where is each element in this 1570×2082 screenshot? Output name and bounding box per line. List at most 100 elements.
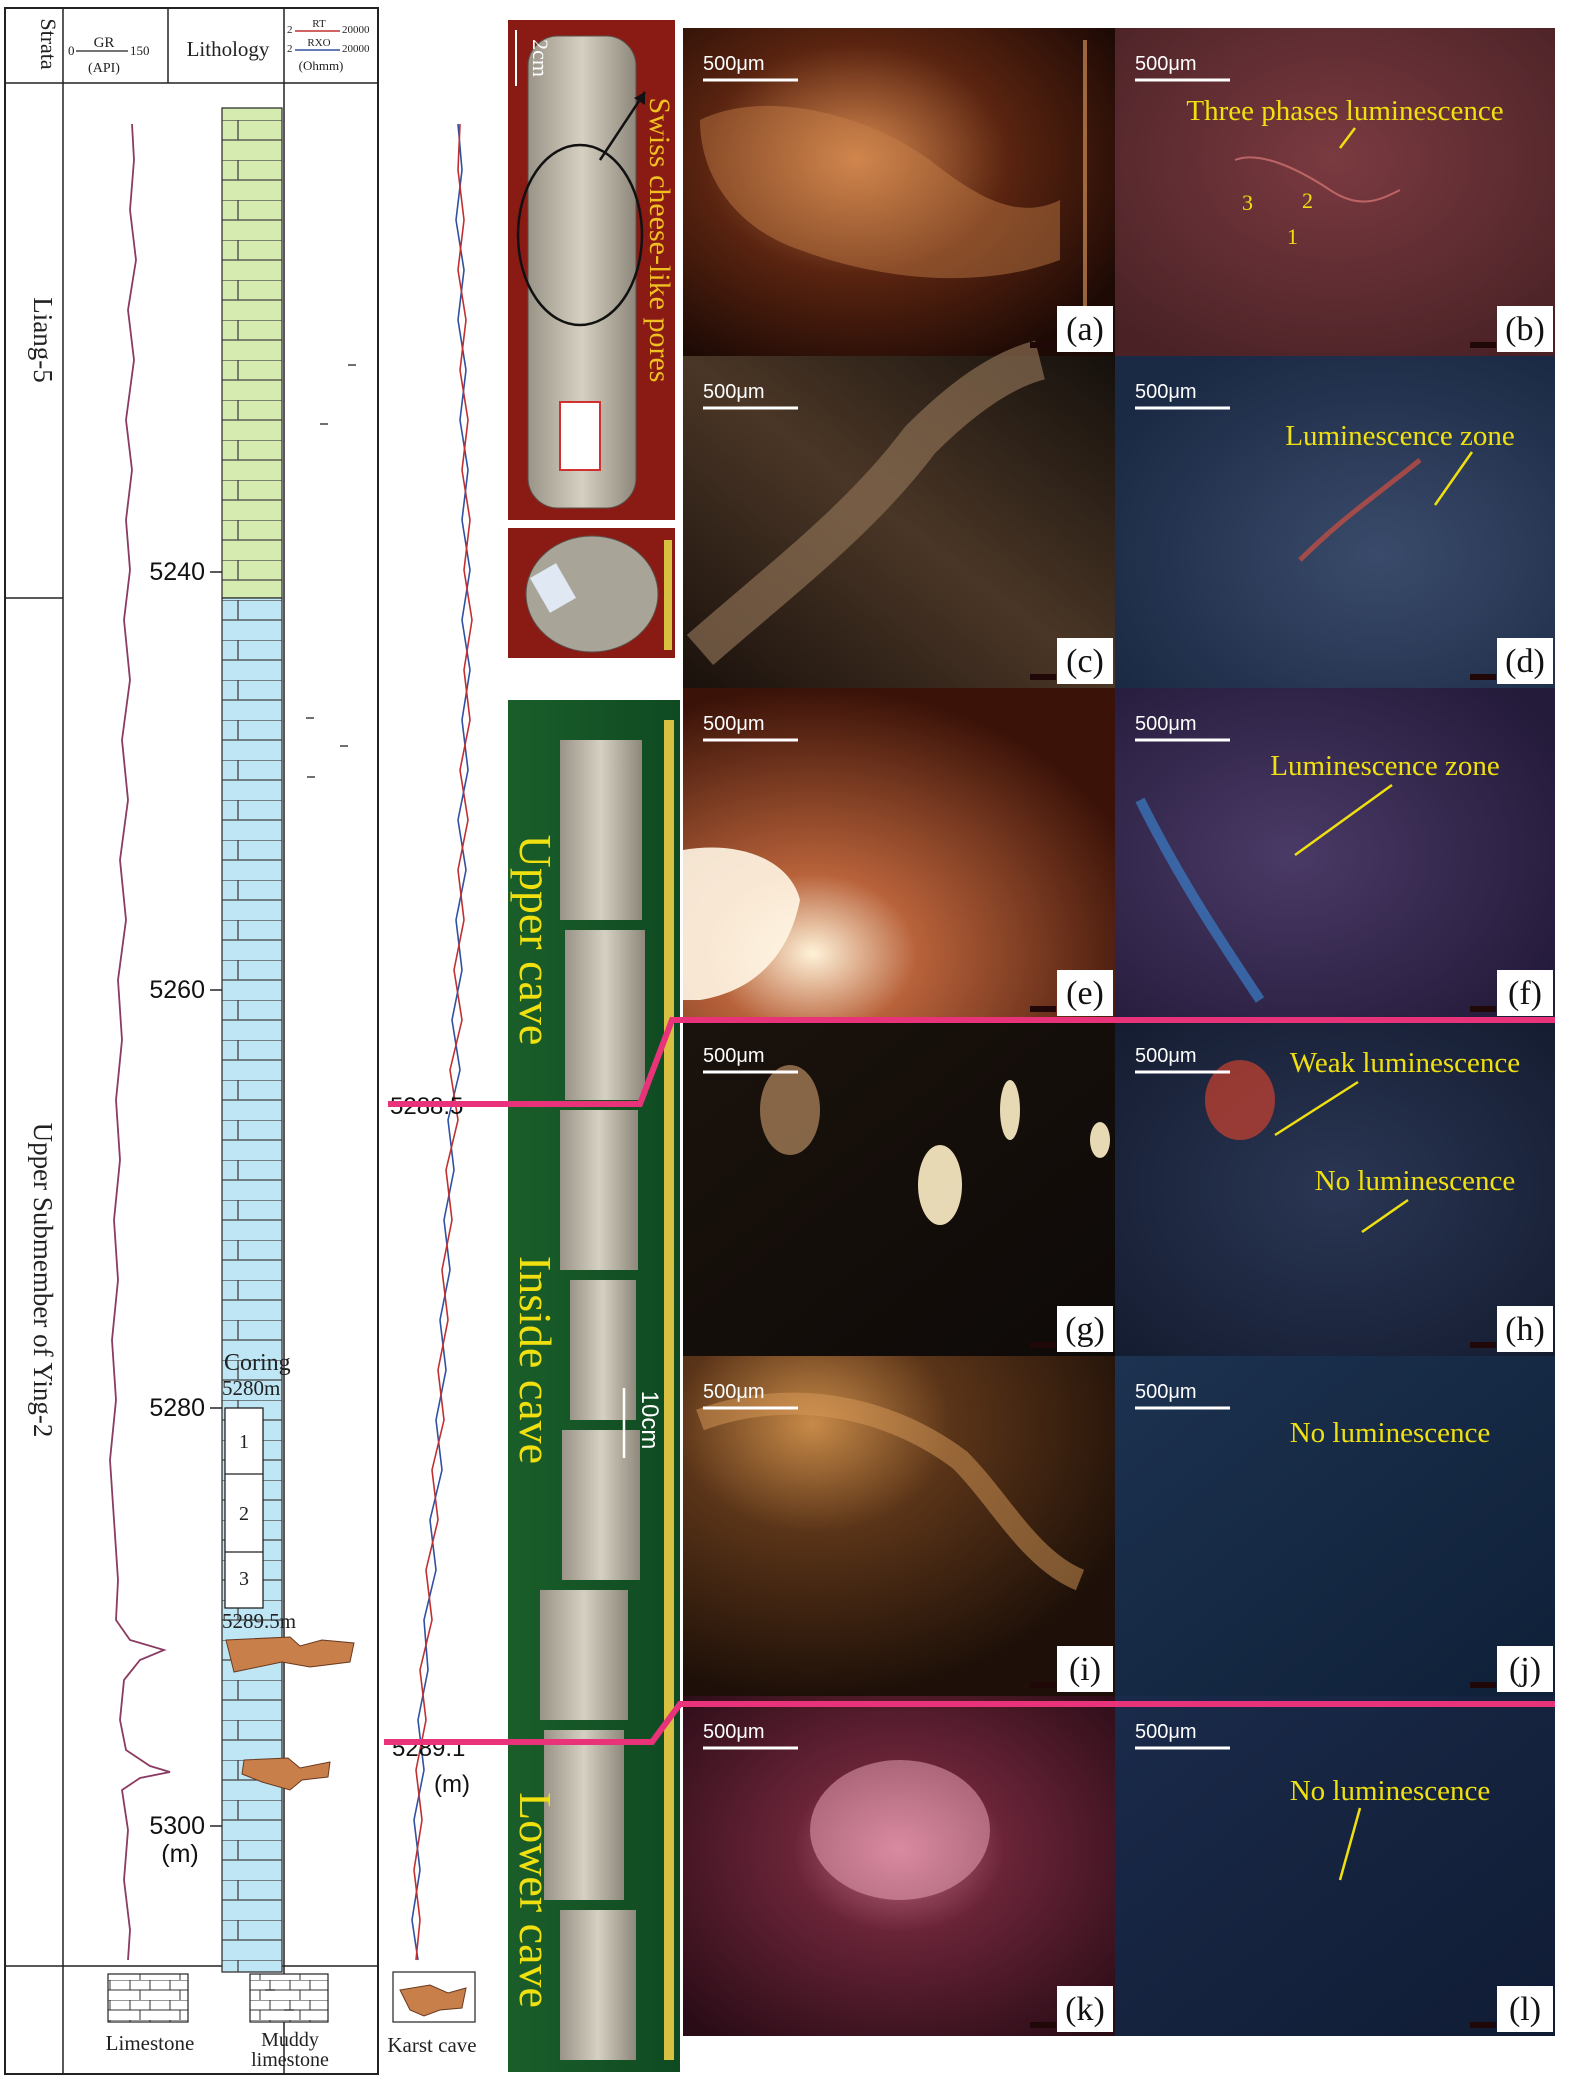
panel-c [683, 356, 1115, 688]
well-log: Strata GR 0 150 (API) Lithology RT 2 200… [4, 7, 477, 2075]
rt-curve [413, 123, 473, 1961]
panel-g-letter-box [1057, 1306, 1113, 1352]
karst-cave-upper [225, 1636, 355, 1673]
panel-a-letter: (a) [1066, 311, 1104, 348]
boundary-line-lower [384, 1701, 1555, 1745]
coring-seg-3: 3 [239, 1568, 249, 1590]
panel-l-scale-label: 500μm [1135, 1721, 1197, 1743]
panel-d-arrow [1433, 451, 1474, 506]
panel-j-scale-label: 500μm [1135, 1381, 1197, 1403]
panel-b-scale-label: 500μm [1135, 53, 1197, 75]
coring-seg-1: 1 [239, 1431, 249, 1453]
panel-a [683, 28, 1115, 356]
panel-i-scale-label: 500μm [703, 1381, 765, 1403]
panel-d-caption: Luminescence zone [1285, 420, 1514, 452]
zone-inside-cave: Inside cave [510, 1256, 561, 1464]
rt-max: 20000 [342, 24, 370, 36]
panel-k-letter: (k) [1065, 1991, 1105, 2028]
panel-a-mini-bar [1030, 342, 1056, 348]
legend-karst-swatch [399, 1984, 467, 2017]
panel-c-scale-label: 500μm [703, 381, 765, 403]
panel-k-mini-bar [1030, 2022, 1056, 2028]
panel-g-scale-label: 500μm [703, 1045, 765, 1067]
lithology-limestone-green [221, 107, 283, 599]
gr-min: 0 [68, 43, 75, 58]
rxo-label: RXO [307, 37, 330, 49]
core-scale-2cm: 2cm [528, 39, 553, 77]
legend: Limestone Muddy limestone Karst cave [106, 1971, 477, 2071]
coring-box: Coring 5280m 1 2 3 5289.5m [222, 1350, 296, 1633]
panel-g [683, 1020, 1115, 1356]
rxo-curve [411, 123, 471, 1961]
log-frame [4, 7, 379, 2075]
panel-g-mini-bar [1030, 1342, 1056, 1348]
panel-l-letter: (l) [1509, 1991, 1541, 2028]
panel-j-caption: No luminescence [1290, 1417, 1491, 1449]
panel-e-letter-box [1057, 970, 1113, 1016]
pores-note: Swiss cheese-like pores [643, 98, 676, 383]
panel-k-scale-label: 500μm [703, 1721, 765, 1743]
panel-d-mini-bar [1470, 674, 1496, 680]
legend-limestone: Limestone [106, 2031, 195, 2055]
panel-f-letter-box [1497, 970, 1553, 1016]
panel-e-mini-bar [1030, 1006, 1056, 1012]
panel-a-letter-box [1057, 306, 1113, 352]
phase-3: 3 [1242, 190, 1253, 215]
zone-upper-cave: Upper cave [510, 835, 561, 1046]
panel-j-mini-bar [1470, 1682, 1496, 1688]
panel-h-letter: (h) [1505, 1311, 1545, 1348]
rt-label: RT [312, 18, 326, 30]
panel-l-caption: No luminescence [1290, 1775, 1491, 1807]
lithology-header: Lithology [187, 37, 270, 61]
coring-top: 5280m [222, 1376, 280, 1400]
pores-ellipse [516, 143, 644, 327]
panel-e-scale-label: 500μm [703, 713, 765, 735]
depth-axis: 5240 5260 5280 5300 (m) [149, 558, 222, 1868]
core-scale-10cm: 10cm [636, 1391, 663, 1450]
panel-c-letter-box [1057, 638, 1113, 684]
depth-5300: 5300 [149, 1812, 205, 1840]
panel-h-letter-box [1497, 1306, 1553, 1352]
panel-d-letter: (d) [1505, 643, 1545, 680]
res-unit: (Ohmm) [299, 58, 344, 73]
panel-j-letter-box [1497, 1646, 1553, 1692]
coring-seg-2: 2 [239, 1503, 249, 1525]
legend-limestone-swatch [107, 1973, 189, 2023]
phase-1: 1 [1287, 224, 1298, 249]
panel-h-caption-2: No luminescence [1315, 1165, 1516, 1197]
depth-5260: 5260 [149, 976, 205, 1004]
panel-c-letter: (c) [1066, 643, 1104, 680]
panel-overlays: 500μm(a)500μm(b)Three phases luminescenc… [703, 53, 1553, 2032]
core-photos: 2cm Swiss cheese-like pores 10cm Upper c… [508, 20, 680, 2072]
rt-min: 2 [287, 24, 293, 36]
zone-lower-cave: Lower cave [510, 1792, 561, 2008]
panel-f-caption: Luminescence zone [1270, 750, 1499, 782]
coring-title: Coring [224, 1350, 291, 1376]
panel-l-arrow [1338, 1807, 1362, 1881]
depth-unit: (m) [161, 1840, 198, 1868]
panel-h-arrow [1274, 1080, 1359, 1137]
strata-liang-5: Liang-5 [28, 297, 58, 382]
panel-b-letter-box [1497, 306, 1553, 352]
panel-h-caption: Weak luminescence [1290, 1047, 1520, 1079]
panel-f [1115, 688, 1555, 1020]
gr-unit: (API) [88, 61, 120, 76]
panel-d-letter-box [1497, 638, 1553, 684]
panel-d-scale-label: 500μm [1135, 381, 1197, 403]
rxo-min: 2 [287, 43, 293, 55]
panel-k-letter-box [1057, 1986, 1113, 2032]
coring-bottom: 5289.5m [222, 1609, 296, 1633]
panel-b-letter: (b) [1505, 311, 1545, 348]
panel-e-letter: (e) [1066, 975, 1104, 1012]
panel-d [1115, 356, 1555, 688]
legend-muddy-2: limestone [251, 2049, 329, 2071]
panel-h-scale-label: 500μm [1135, 1045, 1197, 1067]
panel-f-scale-label: 500μm [1135, 713, 1197, 735]
panel-f-arrow [1294, 783, 1393, 857]
panel-g-letter: (g) [1065, 1311, 1105, 1348]
panel-l-mini-bar [1470, 2022, 1496, 2028]
panel-j [1115, 1356, 1555, 1696]
panel-l [1115, 1696, 1555, 2036]
panel-f-letter: (f) [1508, 975, 1542, 1012]
